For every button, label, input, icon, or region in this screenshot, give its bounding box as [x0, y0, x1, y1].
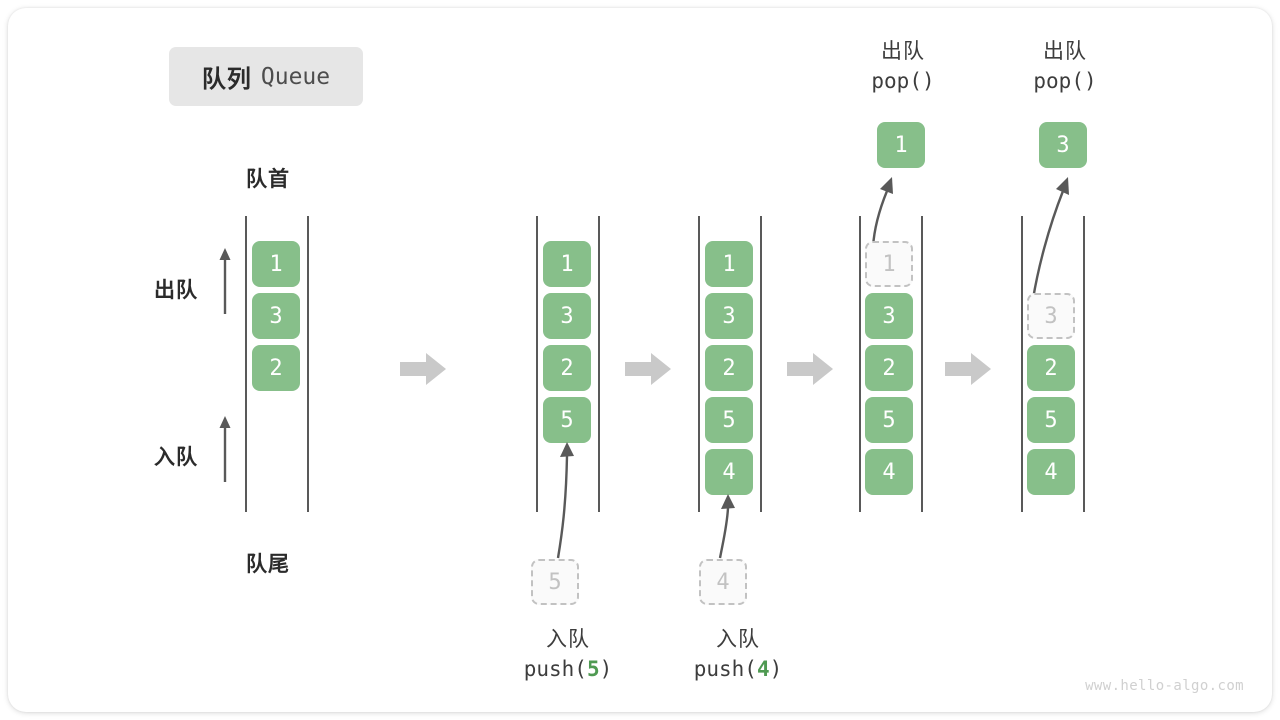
queue-item: 3 [252, 293, 300, 339]
code-suffix: ) [769, 656, 783, 681]
caption-code: push(4) [648, 655, 828, 684]
title-cn: 队列 [201, 66, 252, 93]
caption-code: pop() [871, 68, 935, 93]
rail-right-s1 [598, 216, 600, 512]
queue-item: 3 [705, 293, 753, 339]
code-prefix: push( [693, 656, 757, 681]
queue-item: 1 [252, 241, 300, 287]
caption-cn: 出队 [881, 40, 925, 63]
rail-left-s4 [1021, 216, 1023, 512]
incoming-element-ghost: 5 [531, 559, 579, 605]
diagram-title-chip: 队列 Queue [169, 47, 363, 106]
caption-cn: 出队 [1043, 40, 1087, 63]
step-arrow-icon [787, 353, 833, 385]
caption-cn: 入队 [716, 628, 760, 651]
caption-code: push(5) [478, 655, 658, 684]
watermark: www.hello-algo.com [1085, 678, 1244, 694]
queue-item: 1 [705, 241, 753, 287]
stage-caption-pop-1: 出队 pop() [813, 38, 993, 96]
label-queue-front: 队首 [246, 168, 290, 191]
queue-item-new: 5 [543, 397, 591, 443]
queue-item: 5 [1027, 397, 1075, 443]
enqueue-direction-arrow-icon [219, 416, 231, 482]
diagram-canvas: 队列 Queue 队首 队尾 1 3 2 出队 入队 1 3 2 5 5 入队 … [8, 8, 1272, 712]
rail-left-s3 [859, 216, 861, 512]
incoming-element-ghost: 4 [699, 559, 747, 605]
queue-item: 1 [543, 241, 591, 287]
rail-right-s4 [1083, 216, 1085, 512]
stage-caption-push-4: 入队 push(4) [648, 626, 828, 684]
queue-item: 2 [252, 345, 300, 391]
popped-slot-ghost: 3 [1027, 293, 1075, 339]
queue-item: 3 [543, 293, 591, 339]
queue-item: 3 [865, 293, 913, 339]
label-enqueue-direction: 入队 [154, 446, 198, 469]
pop-motion-arrow-icon [871, 177, 893, 248]
code-arg: 5 [586, 656, 600, 681]
stage-caption-push-5: 入队 push(5) [478, 626, 658, 684]
rail-left-s2 [698, 216, 700, 512]
stage-caption-pop-3: 出队 pop() [975, 38, 1155, 96]
code-prefix: push( [523, 656, 587, 681]
code-arg: 4 [756, 656, 770, 681]
push-motion-arrow-icon [718, 494, 735, 559]
queue-item: 2 [865, 345, 913, 391]
dequeue-direction-arrow-icon [219, 248, 231, 314]
push-motion-arrow-icon [556, 442, 574, 559]
queue-item: 5 [865, 397, 913, 443]
rail-right-s2 [760, 216, 762, 512]
title-en: Queue [260, 63, 331, 90]
rail-right-s3 [921, 216, 923, 512]
step-arrow-icon [625, 353, 671, 385]
caption-code: pop() [1033, 68, 1097, 93]
step-arrow-icon [945, 353, 991, 385]
pop-motion-arrow-icon [1031, 177, 1069, 300]
queue-item: 5 [705, 397, 753, 443]
queue-item: 2 [705, 345, 753, 391]
popped-slot-ghost: 1 [865, 241, 913, 287]
queue-item: 4 [865, 449, 913, 495]
queue-item: 4 [1027, 449, 1075, 495]
step-arrow-icon [400, 353, 446, 385]
queue-item: 2 [1027, 345, 1075, 391]
queue-item: 2 [543, 345, 591, 391]
rail-right-s0 [307, 216, 309, 512]
rail-left-s0 [245, 216, 247, 512]
label-dequeue-direction: 出队 [154, 279, 198, 302]
caption-cn: 入队 [546, 628, 590, 651]
popped-element: 1 [877, 122, 925, 168]
code-suffix: ) [599, 656, 613, 681]
label-queue-rear: 队尾 [246, 553, 290, 576]
rail-left-s1 [536, 216, 538, 512]
queue-item-new: 4 [705, 449, 753, 495]
popped-element: 3 [1039, 122, 1087, 168]
